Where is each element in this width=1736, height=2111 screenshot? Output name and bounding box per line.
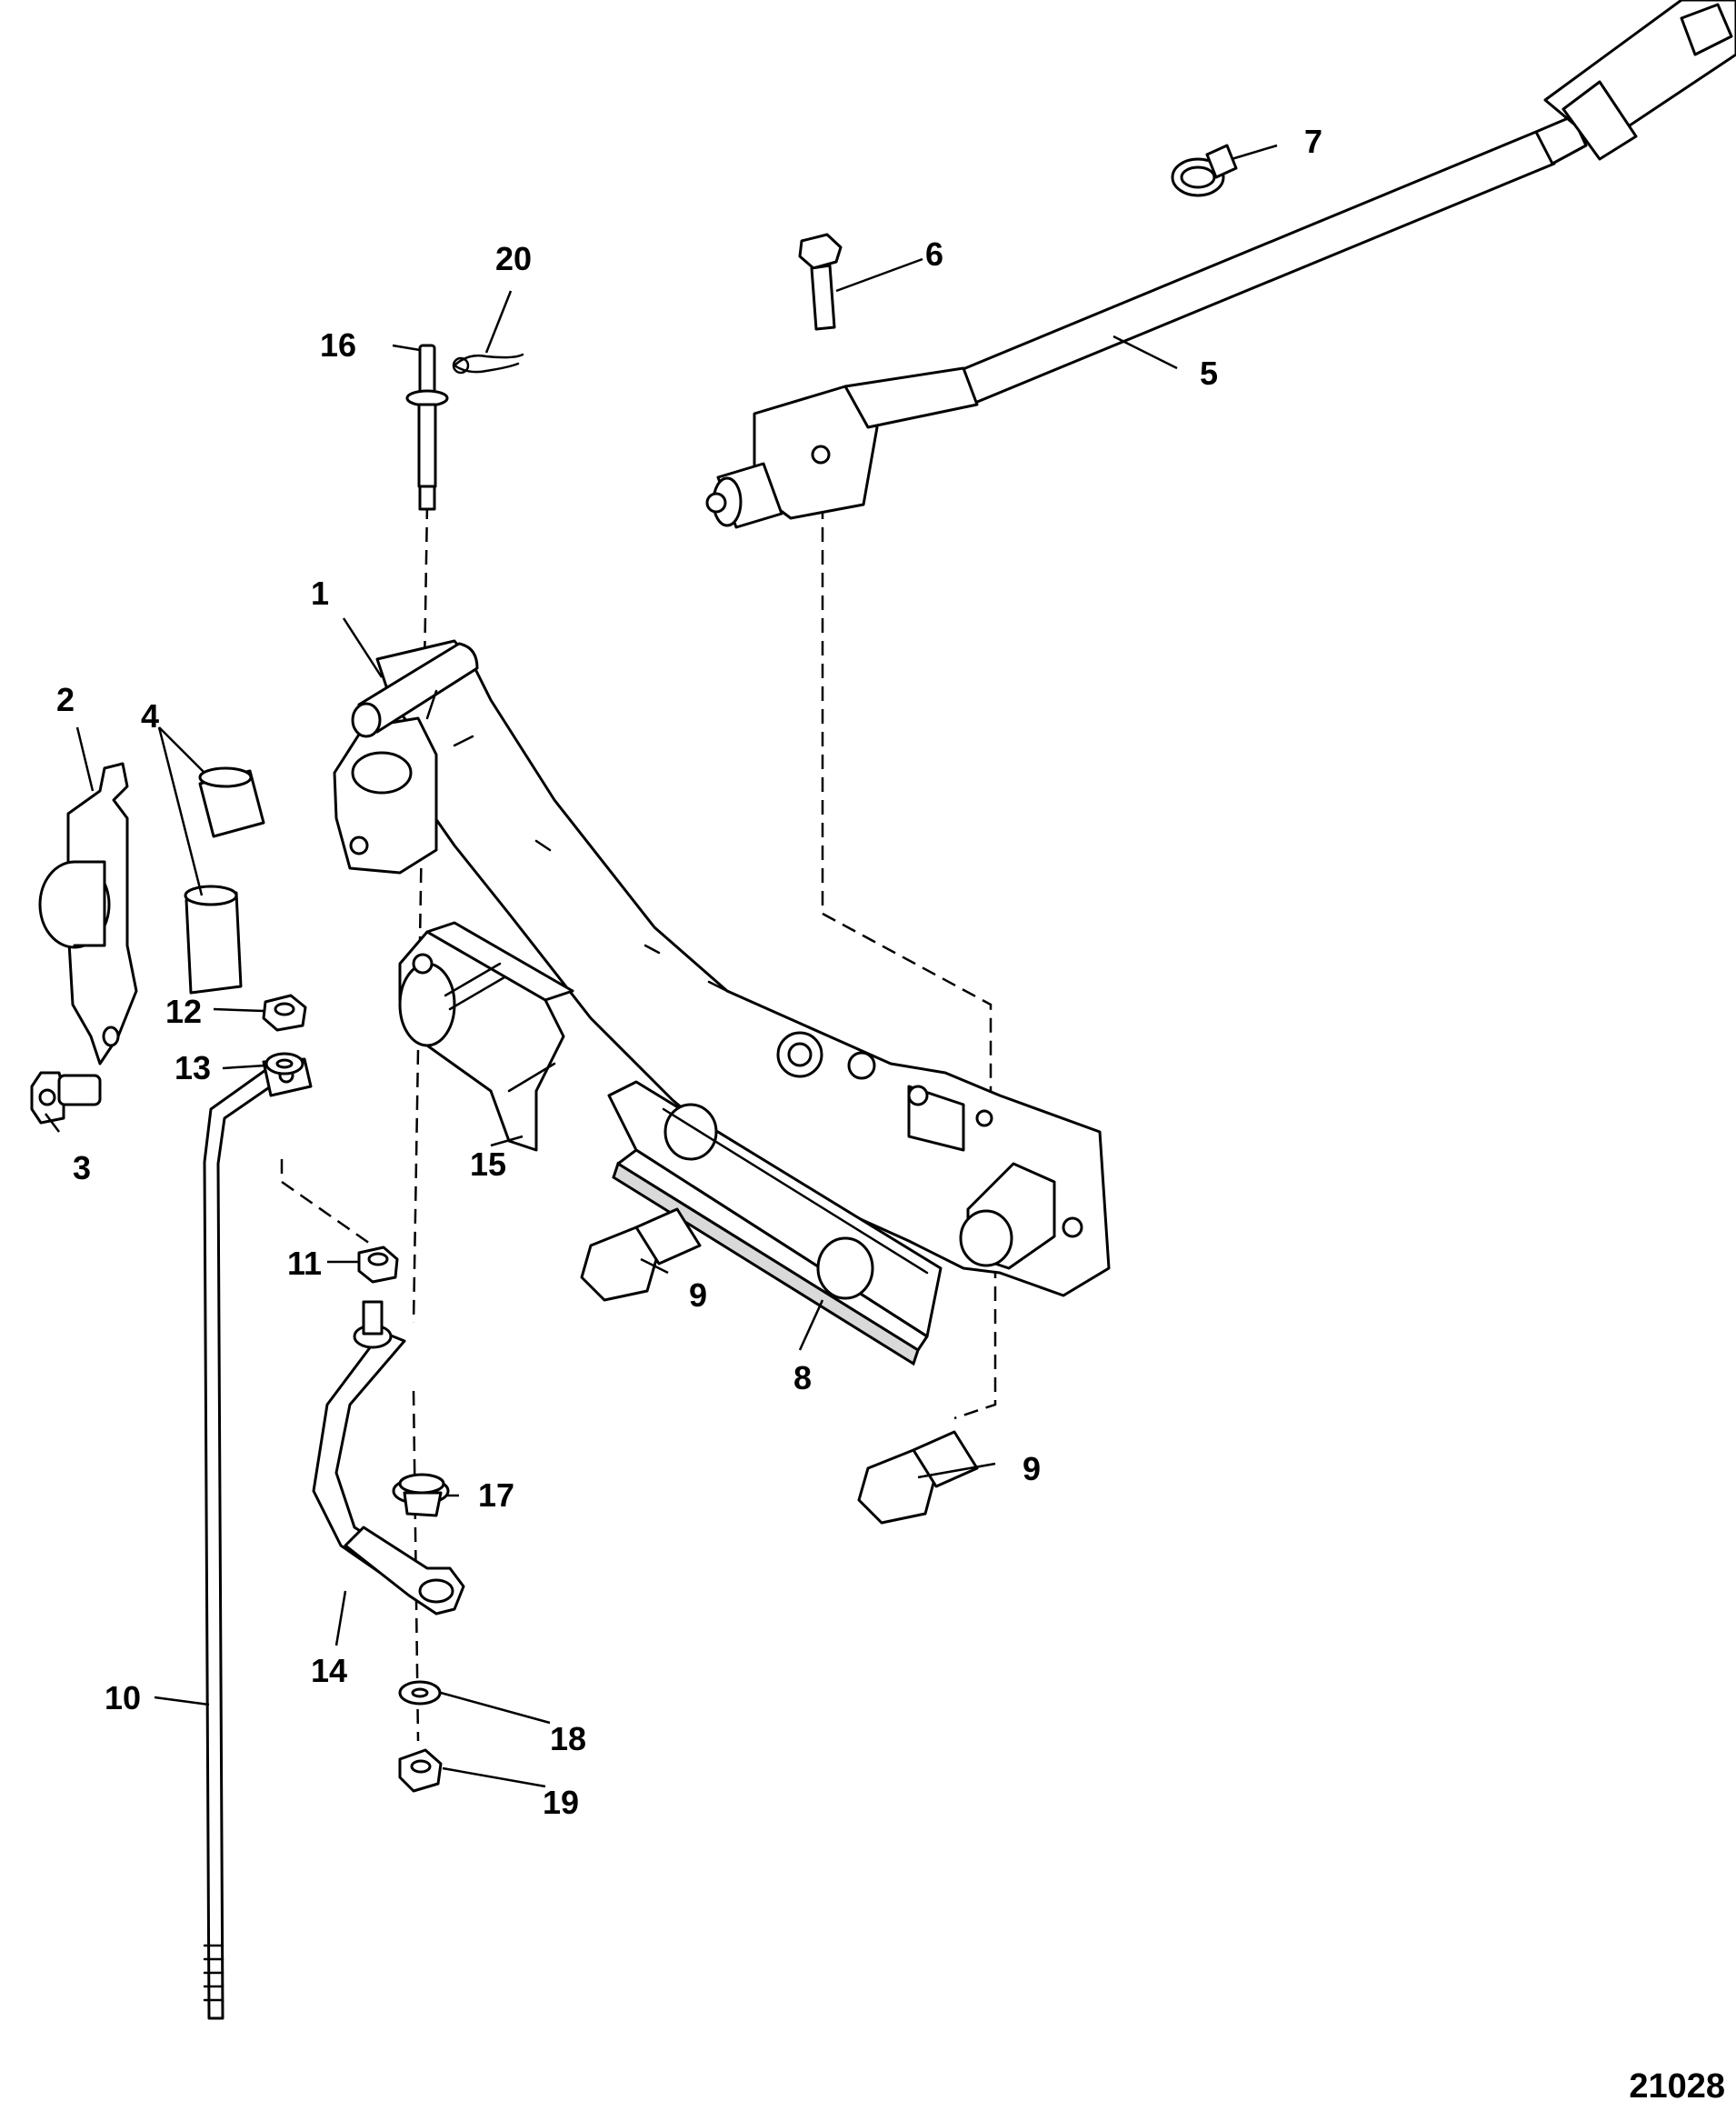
washer [398, 1680, 442, 1706]
slide-rail [607, 1080, 943, 1366]
callout-18: 18 [550, 1720, 586, 1757]
callout-11: 11 [287, 1245, 322, 1282]
pivot-pin [405, 344, 449, 511]
rod-nut [357, 1246, 399, 1284]
flat-washer [264, 1052, 304, 1076]
callout-5: 5 [1200, 355, 1218, 392]
callout-3: 3 [73, 1149, 91, 1186]
shoulder-screw [30, 1071, 102, 1125]
switch-screw [798, 233, 843, 331]
callout-2: 2 [56, 681, 75, 718]
leader-lines [45, 144, 1278, 1788]
callout-8: 8 [793, 1359, 812, 1396]
callout-15: 15 [470, 1146, 506, 1183]
shift-lever-bracket [333, 639, 1111, 1297]
bushings [184, 766, 265, 995]
callout-labels: 1 2 3 4 5 6 7 8 9 9 10 11 12 13 14 15 16… [56, 123, 1322, 1821]
hose-clamp [1171, 144, 1238, 197]
callout-1: 1 [311, 575, 329, 612]
switch-harness-cable [705, 0, 1736, 529]
callout-16: 16 [320, 326, 356, 364]
callout-13: 13 [175, 1049, 211, 1086]
callout-9-lower: 9 [1023, 1450, 1041, 1487]
callout-6: 6 [925, 235, 943, 273]
flange-bolt-upper [580, 1207, 702, 1302]
shift-link-arm [312, 1300, 465, 1616]
callout-14: 14 [311, 1652, 347, 1689]
callout-10: 10 [105, 1679, 141, 1716]
callout-19: 19 [543, 1784, 579, 1821]
callout-20: 20 [495, 240, 532, 277]
flanged-bushing [392, 1473, 450, 1517]
callout-12: 12 [165, 993, 202, 1030]
callout-9-upper: 9 [689, 1276, 707, 1314]
shift-plate [38, 762, 138, 1066]
callout-4: 4 [141, 697, 159, 735]
figure-reference-number: 21028 [1629, 2067, 1725, 2106]
locknut [398, 1748, 443, 1793]
hairpin-clip [452, 353, 524, 375]
callout-17: 17 [478, 1476, 514, 1514]
flange-bolt-lower [857, 1430, 979, 1525]
shift-guide-block [398, 921, 574, 1152]
callout-7: 7 [1304, 123, 1322, 160]
hex-nut [262, 994, 307, 1032]
shift-rod [203, 1057, 313, 2020]
